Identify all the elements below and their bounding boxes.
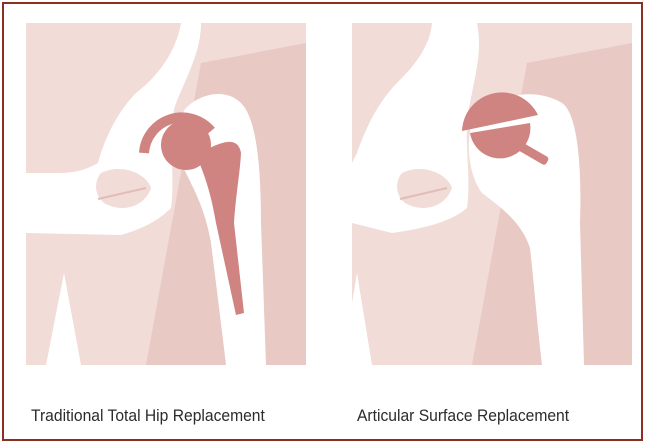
caption-traditional: Traditional Total Hip Replacement [31,403,265,429]
surface-replacement-diagram [352,23,632,365]
traditional-hip-diagram [26,23,306,365]
figure-frame: Traditional Total Hip Replacement Articu… [2,2,643,441]
caption-surface-replacement: Articular Surface Replacement [357,403,569,429]
